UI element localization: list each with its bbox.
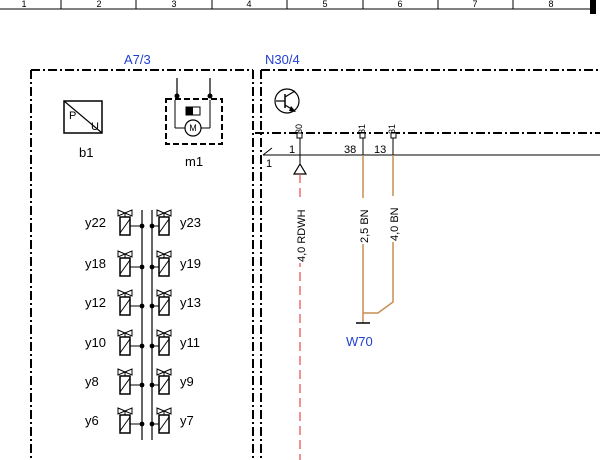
left-1-valve-icon xyxy=(117,250,133,277)
junction-dot xyxy=(149,421,155,427)
valve-label-left: y22 xyxy=(85,215,106,230)
left-0-valve-icon xyxy=(117,209,133,236)
valve-label-left: y10 xyxy=(85,335,106,350)
w70-label: W70 xyxy=(346,334,373,349)
junction-dot xyxy=(139,264,145,270)
left-5-valve-icon xyxy=(117,407,133,434)
ruler-label-3: 3 xyxy=(171,0,176,9)
wire-label-4-0-rdwh: 4,0 RDWH xyxy=(296,209,308,262)
connector-pin-13 xyxy=(390,132,397,155)
ruler-label-2: 2 xyxy=(96,0,101,9)
n30-4-module-box xyxy=(255,69,600,460)
m1-pump-motor-icon: M xyxy=(165,78,223,145)
right-0-valve-icon xyxy=(156,209,172,236)
connector-pin-1 xyxy=(292,132,308,175)
pin-38-label: 38 xyxy=(344,144,356,156)
ruler-label-8: 8 xyxy=(548,0,553,9)
junction-dot xyxy=(139,303,145,309)
solenoid-valve-array xyxy=(141,210,153,440)
b1-symbol-u: U xyxy=(91,121,99,133)
m1-label: m1 xyxy=(185,154,203,169)
valve-label-right: y19 xyxy=(180,256,201,271)
junction-dot xyxy=(149,382,155,388)
junction-dot xyxy=(149,264,155,270)
wire-label-4-0-bn: 4,0 BN xyxy=(389,207,401,241)
m1-motor-symbol: M xyxy=(189,123,197,133)
terminal-30-label: 30 xyxy=(294,124,304,134)
terminal-31-label-a: 31 xyxy=(357,124,367,134)
junction-dot xyxy=(149,343,155,349)
valve-label-left: y8 xyxy=(85,374,99,389)
ruler-label-6: 6 xyxy=(397,0,402,9)
valve-label-right: y9 xyxy=(180,374,194,389)
right-2-valve-icon xyxy=(156,289,172,316)
transistor-icon xyxy=(274,88,300,114)
left-3-valve-icon xyxy=(117,329,133,356)
valve-label-left: y18 xyxy=(85,256,106,271)
junction-dot xyxy=(149,223,155,229)
right-5-valve-icon xyxy=(156,407,172,434)
b1-label: b1 xyxy=(79,145,93,160)
valve-label-right: y11 xyxy=(180,335,200,350)
ruler-label-1: 1 xyxy=(21,0,26,9)
column-ruler: 1 2 3 4 5 6 7 8 xyxy=(0,0,596,14)
pin-1-label: 1 xyxy=(289,144,295,156)
right-4-valve-icon xyxy=(156,368,172,395)
connector-label: 1 xyxy=(266,158,272,170)
ruler-label-7: 7 xyxy=(472,0,477,9)
left-4-valve-icon xyxy=(117,368,133,395)
valve-label-right: y13 xyxy=(180,295,201,310)
n30-4-label: N30/4 xyxy=(265,52,300,67)
right-3-valve-icon xyxy=(156,329,172,356)
junction-dot xyxy=(139,382,145,388)
valve-label-right: y23 xyxy=(180,215,201,230)
a7-3-module-box xyxy=(30,69,254,460)
valve-label-left: y6 xyxy=(85,413,99,428)
ruler-label-4: 4 xyxy=(246,0,251,9)
valve-label-right: y7 xyxy=(180,413,194,428)
b1-symbol-p: P xyxy=(69,110,76,122)
junction-dot xyxy=(139,343,145,349)
wire-label-2-5-bn: 2,5 BN xyxy=(359,209,371,243)
ruler-label-5: 5 xyxy=(322,0,327,9)
terminal-31-label-b: 31 xyxy=(387,124,397,134)
junction-dot xyxy=(139,421,145,427)
junction-dot xyxy=(139,223,145,229)
connector-bus xyxy=(262,147,600,156)
valve-label-left: y12 xyxy=(85,295,106,310)
left-2-valve-icon xyxy=(117,289,133,316)
right-1-valve-icon xyxy=(156,250,172,277)
junction-dot xyxy=(149,303,155,309)
b1-pressure-sensor-icon: P U xyxy=(63,100,103,134)
pin-13-label: 13 xyxy=(374,144,386,156)
a7-3-label: A7/3 xyxy=(124,52,151,67)
connector-pin-38 xyxy=(359,132,366,155)
